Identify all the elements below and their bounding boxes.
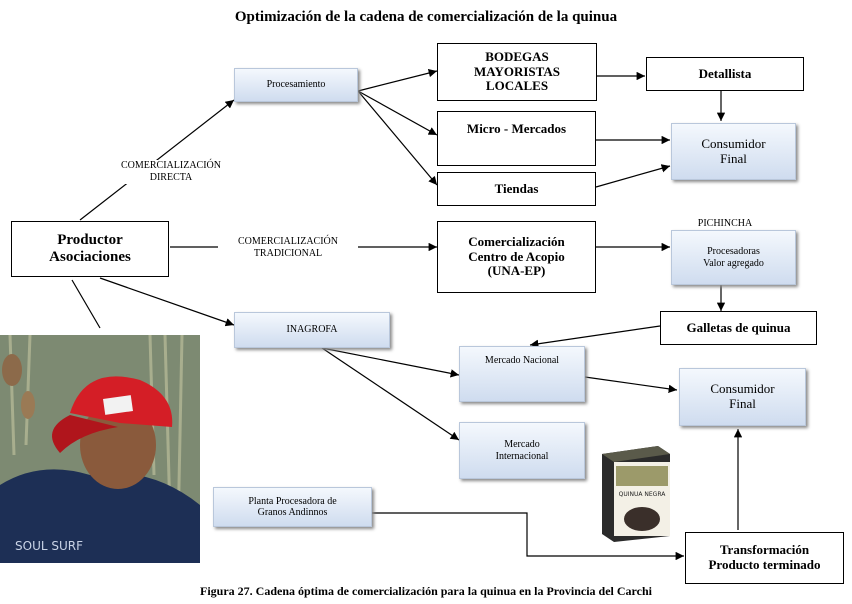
node-detallista-label: Detallista — [698, 65, 752, 81]
farmer-photo-illustration: SOUL SURF — [0, 335, 200, 563]
edge-inagrofa-nacional — [321, 347, 460, 378]
node-centro-acopio: Comercialización Centro de Acopio (UNA-E… — [437, 221, 596, 293]
node-tiendas: Tiendas — [437, 172, 596, 206]
node-consumidor-final-2-label: Consumidor Final — [710, 381, 775, 411]
node-mercado-nacional: Mercado Nacional — [459, 346, 585, 402]
edge-productor-photo — [71, 279, 101, 329]
node-tiendas-label: Tiendas — [494, 180, 539, 196]
diagram-title: Optimización de la cadena de comercializ… — [234, 9, 618, 25]
edge-inagrofa-internacional — [321, 347, 460, 441]
edge-planta-transformacion — [372, 512, 684, 561]
node-micro-label: Micro - Mercados — [466, 121, 567, 136]
node-planta-label: Planta Procesadora de Granos Andinnos — [248, 495, 337, 519]
edge-tiendas-consumidor — [595, 164, 671, 188]
node-mercado-internacional: Mercado Internacional — [459, 422, 585, 479]
node-micro: Micro - Mercados — [437, 111, 596, 166]
edge-procesamiento-tiendas — [357, 90, 438, 186]
edge-nacional-consumidor — [584, 376, 678, 393]
node-bodegas-label: BODEGAS MAYORISTAS LOCALES — [474, 48, 560, 94]
node-consumidor-final-2: Consumidor Final — [679, 368, 806, 426]
label-comercializacion-directa: COMERCIALIZACIÓN DIRECTA — [106, 160, 236, 184]
node-inagrofa-label: INAGROFA — [286, 324, 338, 336]
node-centro-label: Comercialización Centro de Acopio (UNA-E… — [468, 233, 565, 279]
node-galletas: Galletas de quinua — [660, 311, 817, 345]
node-productor-label: Productor Asociaciones — [49, 231, 131, 265]
farmer-photo: SOUL SURF — [0, 335, 200, 563]
node-mercado-internacional-label: Mercado Internacional — [495, 439, 549, 462]
edge-galletas-nacional — [529, 325, 661, 348]
node-mercado-nacional-label: Mercado Nacional — [484, 355, 560, 366]
package-illustration: QUINUA NEGRA — [602, 446, 670, 542]
edge-productor-inagrofa — [99, 277, 235, 327]
node-transformacion: Transformación Producto terminado — [685, 532, 844, 584]
node-productor-asociaciones: Productor Asociaciones — [11, 221, 169, 277]
node-transformacion-label: Transformación Producto terminado — [708, 542, 821, 572]
node-consumidor-final-1: Consumidor Final — [671, 123, 796, 180]
node-galletas-label: Galletas de quinua — [686, 319, 791, 335]
node-consumidor-final-1-label: Consumidor Final — [701, 135, 766, 166]
node-procesamiento-label: Procesamiento — [266, 79, 326, 91]
label-pichincha: PICHINCHA — [697, 218, 753, 229]
shirt-text: SOUL SURF — [15, 539, 83, 553]
package-text: QUINUA NEGRA — [619, 491, 667, 498]
edge-procesamiento-bodegas — [357, 68, 438, 92]
node-planta-procesadora: Planta Procesadora de Granos Andinnos — [213, 487, 372, 527]
label-comercializacion-tradicional: COMERCIALIZACIÓN TRADICIONAL — [218, 236, 358, 260]
node-inagrofa: INAGROFA — [234, 312, 390, 348]
node-procesadoras-label: Procesadoras Valor agregado — [703, 246, 764, 269]
node-procesamiento: Procesamiento — [234, 68, 358, 102]
figure-caption: Figura 27. Cadena óptima de comercializa… — [200, 584, 652, 598]
node-detallista: Detallista — [646, 57, 804, 91]
node-procesadoras: Procesadoras Valor agregado — [671, 230, 796, 285]
edge-procesamiento-micro — [357, 90, 438, 136]
node-bodegas: BODEGAS MAYORISTAS LOCALES — [437, 43, 597, 101]
quinua-negra-package: QUINUA NEGRA — [598, 444, 672, 542]
